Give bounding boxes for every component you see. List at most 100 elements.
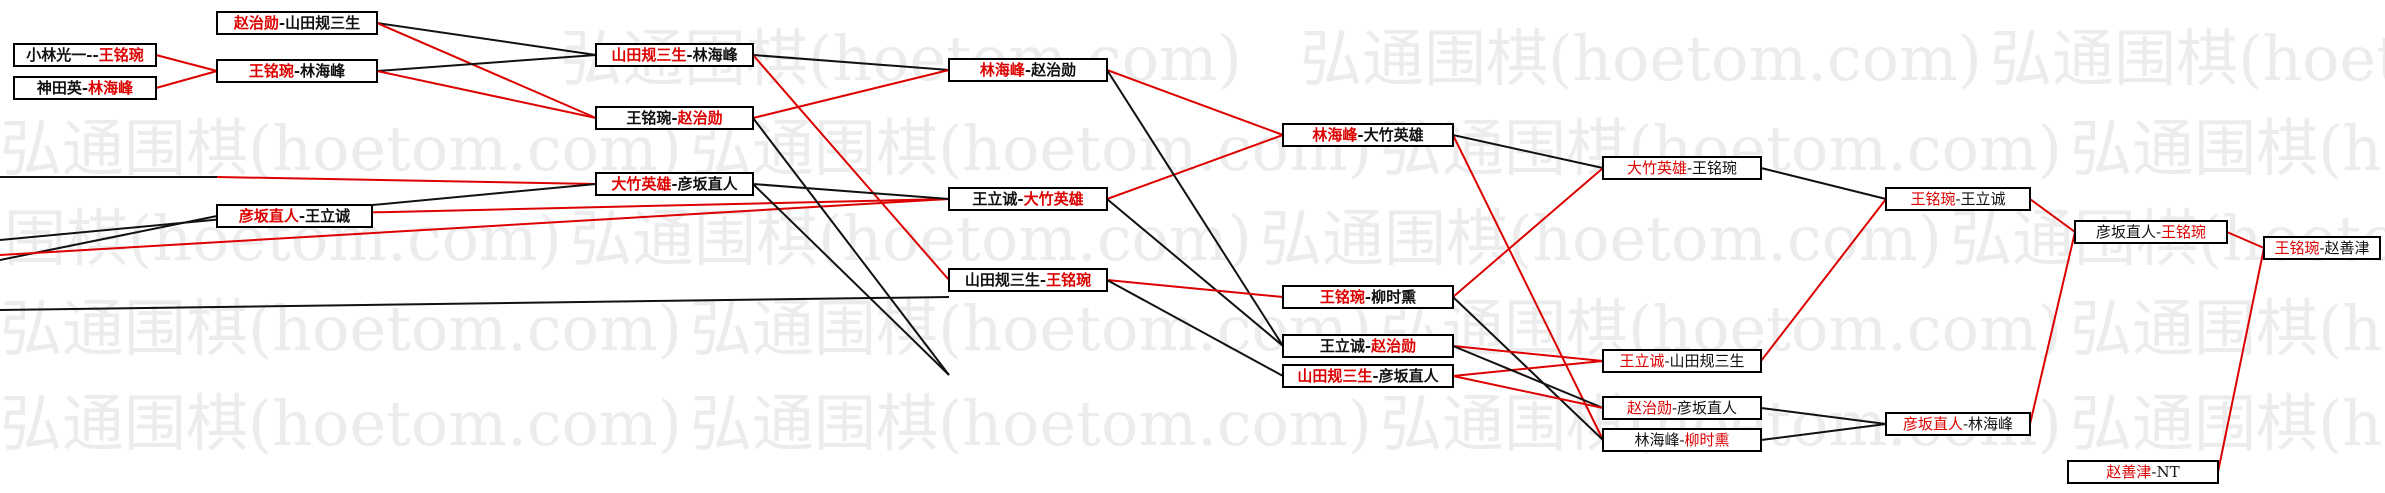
watermark-text: 弘通围棋(hoetom.com) — [570, 202, 1252, 275]
match-box-frame — [1885, 187, 2031, 211]
player-b: 彦坂直人 — [678, 175, 739, 193]
watermark-text: 弘通围棋(hoetom.com) — [1300, 22, 1982, 95]
player-a: 彦坂直人 — [239, 207, 300, 225]
vs-separator: - — [1040, 271, 1046, 289]
player-b: 林海峰 — [300, 62, 346, 80]
match-box-n17: 王立诚-山田规三生 — [1602, 349, 1762, 373]
player-b: 大竹英雄 — [1364, 126, 1424, 144]
match-label: 彦坂直人-王铭琬 — [2096, 223, 2206, 241]
match-box-frame — [595, 172, 754, 196]
match-label: 王立诚-赵治勋 — [1320, 337, 1416, 355]
match-box-n5: 山田规三生-林海峰 — [595, 43, 754, 67]
match-box-n22: 彦坂直人-王铭琬 — [2074, 220, 2228, 244]
match-box-n20: 王铭琬-王立诚 — [1885, 187, 2031, 211]
player-a: 彦坂直人 — [2096, 223, 2156, 241]
connector-line — [752, 54, 950, 281]
match-box-frame — [948, 187, 1108, 211]
player-b: 王立诚 — [1961, 190, 2006, 208]
player-a: 小林光一 — [26, 46, 86, 64]
connector-line — [376, 70, 597, 119]
match-box-n4: 神田英-林海峰 — [13, 76, 157, 100]
player-a: 神田英 — [37, 79, 83, 97]
vs-separator: - — [294, 62, 300, 80]
match-box-n1: 赵治勋-山田规三生 — [216, 11, 378, 35]
player-a: 赵治勋 — [233, 14, 279, 32]
connector-line — [1106, 198, 1284, 347]
connector-line — [752, 117, 950, 376]
player-a: 王立诚 — [1619, 352, 1664, 370]
player-b: 林海峰 — [693, 46, 739, 64]
vs-separator: - — [2319, 239, 2324, 257]
vs-separator: - — [686, 46, 692, 64]
match-box-n23: 王铭琬-赵善津 — [2263, 236, 2381, 260]
watermark-text: 弘通围棋(hoetom.com) — [2070, 292, 2385, 365]
connector-line — [2029, 231, 2076, 425]
match-box-n13: 王铭琬-柳时熏 — [1282, 285, 1454, 309]
player-b: 赵治勋 — [677, 109, 723, 127]
player-b: 赵治勋 — [1370, 337, 1416, 355]
match-box-frame — [948, 58, 1108, 82]
match-box-frame — [13, 43, 157, 67]
connector-line — [1452, 345, 1604, 362]
connector-line — [1452, 345, 1604, 409]
match-box-frame — [2263, 236, 2381, 260]
connector-line — [2029, 198, 2076, 233]
match-boxes: 赵治勋-山田规三生小林光一--王铭琬王铭琬-林海峰神田英-林海峰山田规三生-林海… — [13, 11, 2381, 484]
connector-line — [376, 54, 597, 72]
match-label: 林海峰-大竹英雄 — [1312, 126, 1423, 144]
watermark-text: 弘通围棋(hoetom.com) — [690, 292, 1372, 365]
match-box-frame — [948, 268, 1108, 292]
watermark-layer: 弘通围棋(hoetom.com) 弘通围棋(hoetom.com) 弘通围棋(h… — [0, 22, 2385, 460]
watermark-text: 弘通围棋(hoetom.com) — [0, 387, 682, 460]
player-a: 山田规三生 — [1297, 367, 1372, 385]
match-box-frame — [1602, 156, 1762, 180]
connector-line — [376, 22, 597, 56]
connector-line — [1760, 407, 1887, 425]
connector-line — [1106, 134, 1284, 200]
vs-separator: - — [1963, 415, 1968, 433]
vs-separator: - — [2156, 223, 2161, 241]
vs-separator: - — [1679, 431, 1684, 449]
vs-separator: - — [279, 14, 285, 32]
connector-line — [752, 183, 950, 376]
match-box-n18: 赵治勋-彦坂直人 — [1602, 396, 1762, 420]
match-label: 王铭琬-赵善津 — [2274, 239, 2369, 257]
player-a: 彦坂直人 — [1903, 415, 1963, 433]
match-label: 王铭琬-赵治勋 — [626, 109, 722, 127]
vs-separator: - — [1687, 159, 1692, 177]
connector-line — [1106, 279, 1284, 377]
connector-line — [2226, 231, 2265, 249]
match-box-frame — [1602, 428, 1762, 452]
match-box-frame — [1282, 285, 1454, 309]
match-box-frame — [216, 11, 378, 35]
vs-separator: - — [1372, 367, 1378, 385]
player-b: 柳时熏 — [1685, 431, 1730, 449]
match-label: 王铭琬-王立诚 — [1910, 190, 2005, 208]
vs-separator: - — [1017, 190, 1023, 208]
match-box-n11: 山田规三生-王铭琬 — [948, 268, 1108, 292]
vs-separator: - — [1365, 288, 1371, 306]
match-label: 山田规三生-王铭琬 — [965, 271, 1091, 289]
watermark-text: 弘通围棋(hoetom.com) — [690, 387, 1372, 460]
connector-line — [1106, 69, 1284, 136]
player-b: 王铭琬 — [1692, 159, 1737, 177]
player-b: 柳时熏 — [1371, 288, 1416, 306]
match-label: 王铭琬-林海峰 — [249, 62, 346, 80]
watermark-text: 弘通围棋(hoetom.com) — [2070, 112, 2385, 185]
match-label: 赵善津-NT — [2106, 463, 2179, 481]
match-box-n3: 王铭琬-林海峰 — [216, 59, 378, 83]
player-b: 林海峰 — [88, 79, 134, 97]
player-b: 王铭琬 — [99, 46, 144, 64]
match-box-frame — [595, 43, 754, 67]
match-label: 彦坂直人-王立诚 — [239, 207, 350, 225]
connector-line — [155, 54, 218, 72]
vs-separator: - — [671, 109, 677, 127]
vs-separator: - — [1955, 190, 1960, 208]
match-box-n16: 大竹英雄-王铭琬 — [1602, 156, 1762, 180]
player-a: 林海峰 — [1312, 126, 1358, 144]
watermark-text: 弘通围棋(hoetom.com) — [0, 112, 682, 185]
connector-line — [1106, 69, 1284, 347]
match-box-frame — [1602, 349, 1762, 373]
match-label: 王立诚-大竹英雄 — [972, 190, 1083, 208]
match-box-n7: 大竹英雄-彦坂直人 — [595, 172, 754, 196]
